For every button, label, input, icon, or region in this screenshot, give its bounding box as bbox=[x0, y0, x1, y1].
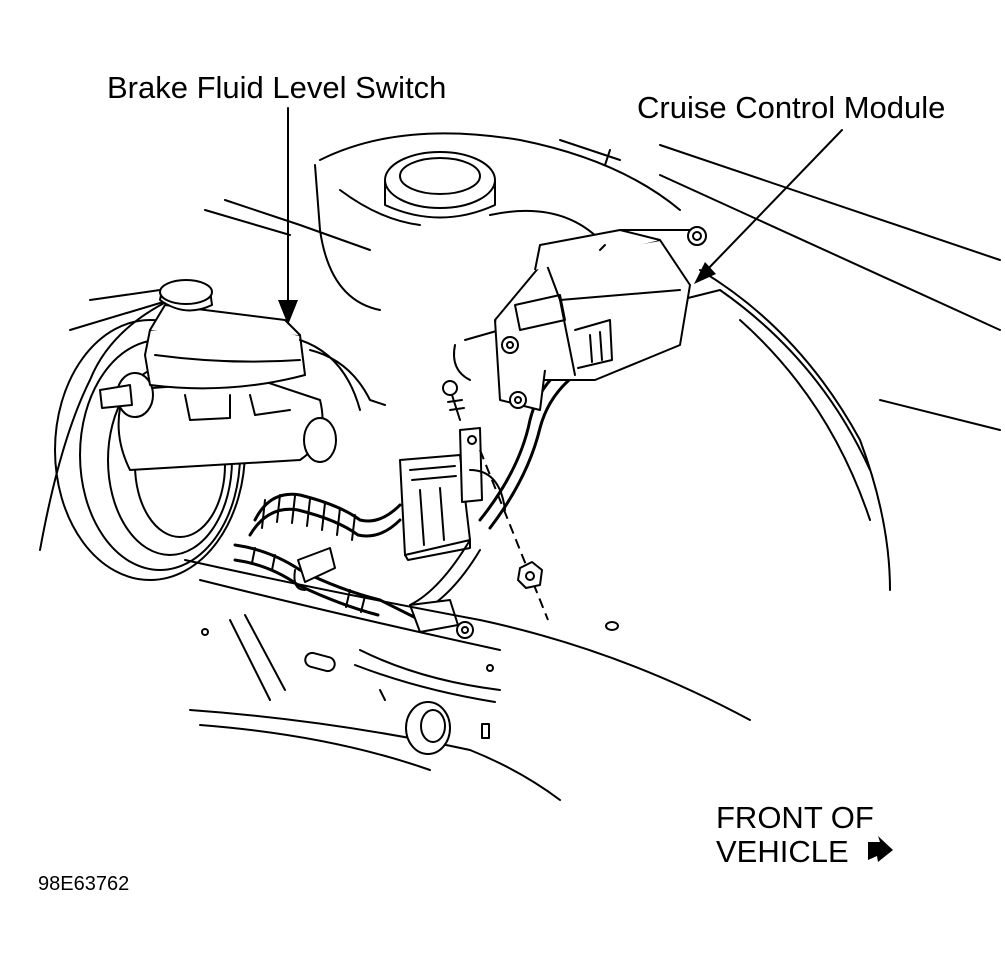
cowl-panel bbox=[184, 559, 751, 801]
fasteners bbox=[442, 380, 549, 621]
cruise-module-arrowhead bbox=[694, 262, 716, 284]
connector-block bbox=[399, 427, 506, 561]
brake-fluid-level-switch-label: Brake Fluid Level Switch bbox=[107, 70, 447, 105]
front-arrow-icon bbox=[868, 836, 893, 862]
cruise-control-module-label: Cruise Control Module bbox=[637, 90, 946, 125]
brake-switch-arrowhead bbox=[278, 300, 298, 325]
cruise-control-module bbox=[494, 226, 707, 411]
wiring-harness bbox=[233, 492, 422, 622]
front-of-label: FRONT OF bbox=[716, 800, 874, 835]
vehicle-label: VEHICLE bbox=[716, 834, 849, 869]
body-outline bbox=[39, 139, 1001, 591]
leader-lines bbox=[278, 107, 843, 325]
strut-tower bbox=[314, 132, 681, 311]
figure-id: 98E63762 bbox=[38, 873, 130, 895]
master-cylinder bbox=[99, 279, 386, 471]
